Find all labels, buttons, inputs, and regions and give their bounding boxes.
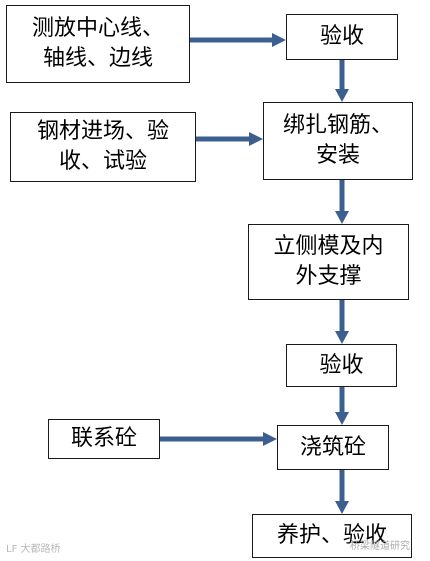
rebar-binding-box: 绑扎钢筋、 安装	[263, 102, 413, 180]
watermark-left: LF 大都路桥	[6, 544, 61, 555]
rebar-binding-label: 绑扎钢筋、 安装	[282, 113, 393, 168]
arrowhead-survey-to-acceptance	[272, 33, 286, 47]
acceptance-label-1: 验收	[319, 24, 364, 49]
steel-entry-label: 钢材进场、验 收、试验	[36, 119, 169, 174]
pour-concrete-label: 浇筑砼	[299, 434, 366, 460]
arrowhead-tie-to-pour	[263, 432, 277, 446]
curing-acceptance-box: 养护、验收	[252, 514, 412, 558]
arrowhead-steel-to-rebar	[249, 132, 263, 146]
arrowhead-acceptance-to-pour	[335, 412, 349, 425]
arrowhead-rebar-to-formwork	[335, 211, 349, 224]
tie-concrete-box: 联系砼	[48, 419, 160, 459]
steel-entry-box: 钢材进场、验 收、试验	[10, 112, 196, 182]
formwork-support-box: 立侧模及内 外支撑	[248, 224, 409, 300]
arrowhead-pour-to-curing	[335, 501, 349, 514]
acceptance-label-2: 验收	[319, 352, 364, 378]
arrowhead-acceptance-to-rebar	[335, 89, 349, 102]
acceptance-box-2: 验收	[286, 344, 397, 387]
formwork-support-label: 立侧模及内 外支撑	[273, 234, 384, 289]
tie-concrete-label: 联系砼	[70, 426, 137, 451]
curing-acceptance-label: 养护、验收	[276, 523, 387, 548]
arrowhead-formwork-to-acceptance	[335, 331, 349, 344]
survey-centerline-box: 测放中心线、 轴线、边线	[6, 5, 190, 83]
watermark-right: 桥梁隧道研究	[350, 541, 410, 552]
survey-centerline-label: 测放中心线、 轴线、边线	[31, 16, 164, 71]
acceptance-box-1: 验收	[286, 14, 398, 60]
pour-concrete-box: 浇筑砼	[277, 425, 389, 470]
